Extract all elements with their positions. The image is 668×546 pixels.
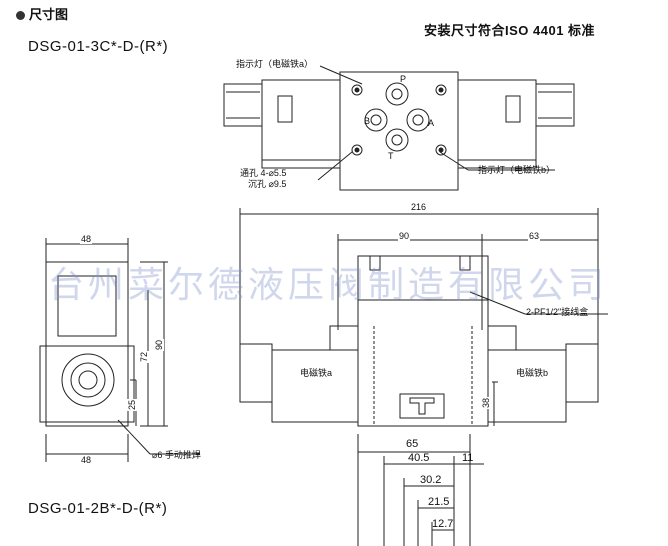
front-view-drawing — [239, 208, 608, 546]
dim-38: 38 — [481, 396, 492, 410]
dim-side-90: 90 — [154, 338, 165, 352]
indicator-a-label: 指示灯（电磁铁a） — [236, 59, 314, 69]
port-b-label: B — [364, 116, 371, 126]
dim-side-width: 48 — [80, 234, 93, 244]
standard-label: 安装尺寸符合ISO 4401 标准 — [424, 23, 596, 38]
dim-65: 65 — [406, 438, 419, 450]
model-bottom-label: DSG-01-2B*-D-(R*) — [28, 500, 168, 517]
dim-12-7: 12.7 — [432, 518, 454, 530]
dim-216: 216 — [410, 202, 428, 212]
dim-63: 63 — [528, 231, 541, 241]
counterbore-label: 沉孔 ⌀9.5 — [248, 179, 287, 189]
port-p-label: P — [400, 74, 407, 84]
port-t-label: T — [388, 151, 394, 161]
page-title-text: 尺寸图 — [29, 7, 69, 22]
port-a-label: A — [428, 118, 435, 128]
dim-21-5: 21.5 — [428, 496, 450, 508]
dim-30-2: 30.2 — [420, 474, 442, 486]
dim-side-72: 72 — [139, 350, 150, 364]
connection-box-label: 2-PF1/2"接线盒 — [526, 307, 589, 317]
dim-90: 90 — [398, 231, 411, 241]
top-view-drawing — [223, 65, 575, 191]
dim-side-25: 25 — [127, 398, 138, 412]
indicator-b-label: 指示灯（电磁铁b） — [478, 165, 556, 175]
through-hole-label: 通孔 4-⌀5.5 — [240, 168, 287, 178]
dim-40-5: 40.5 — [408, 452, 430, 464]
page-title: 尺寸图 — [16, 4, 68, 23]
manual-pin-label: ⌀6 手动推焊 — [152, 450, 201, 460]
solenoid-b-label: 电磁铁b — [516, 368, 549, 378]
dim-11: 11 — [462, 452, 474, 464]
solenoid-a-label: 电磁铁a — [300, 368, 333, 378]
side-view-drawing — [39, 238, 200, 462]
bullet-icon — [16, 11, 25, 21]
dim-side-bottom-48: 48 — [80, 455, 93, 465]
model-top-label: DSG-01-3C*-D-(R*) — [28, 38, 169, 55]
